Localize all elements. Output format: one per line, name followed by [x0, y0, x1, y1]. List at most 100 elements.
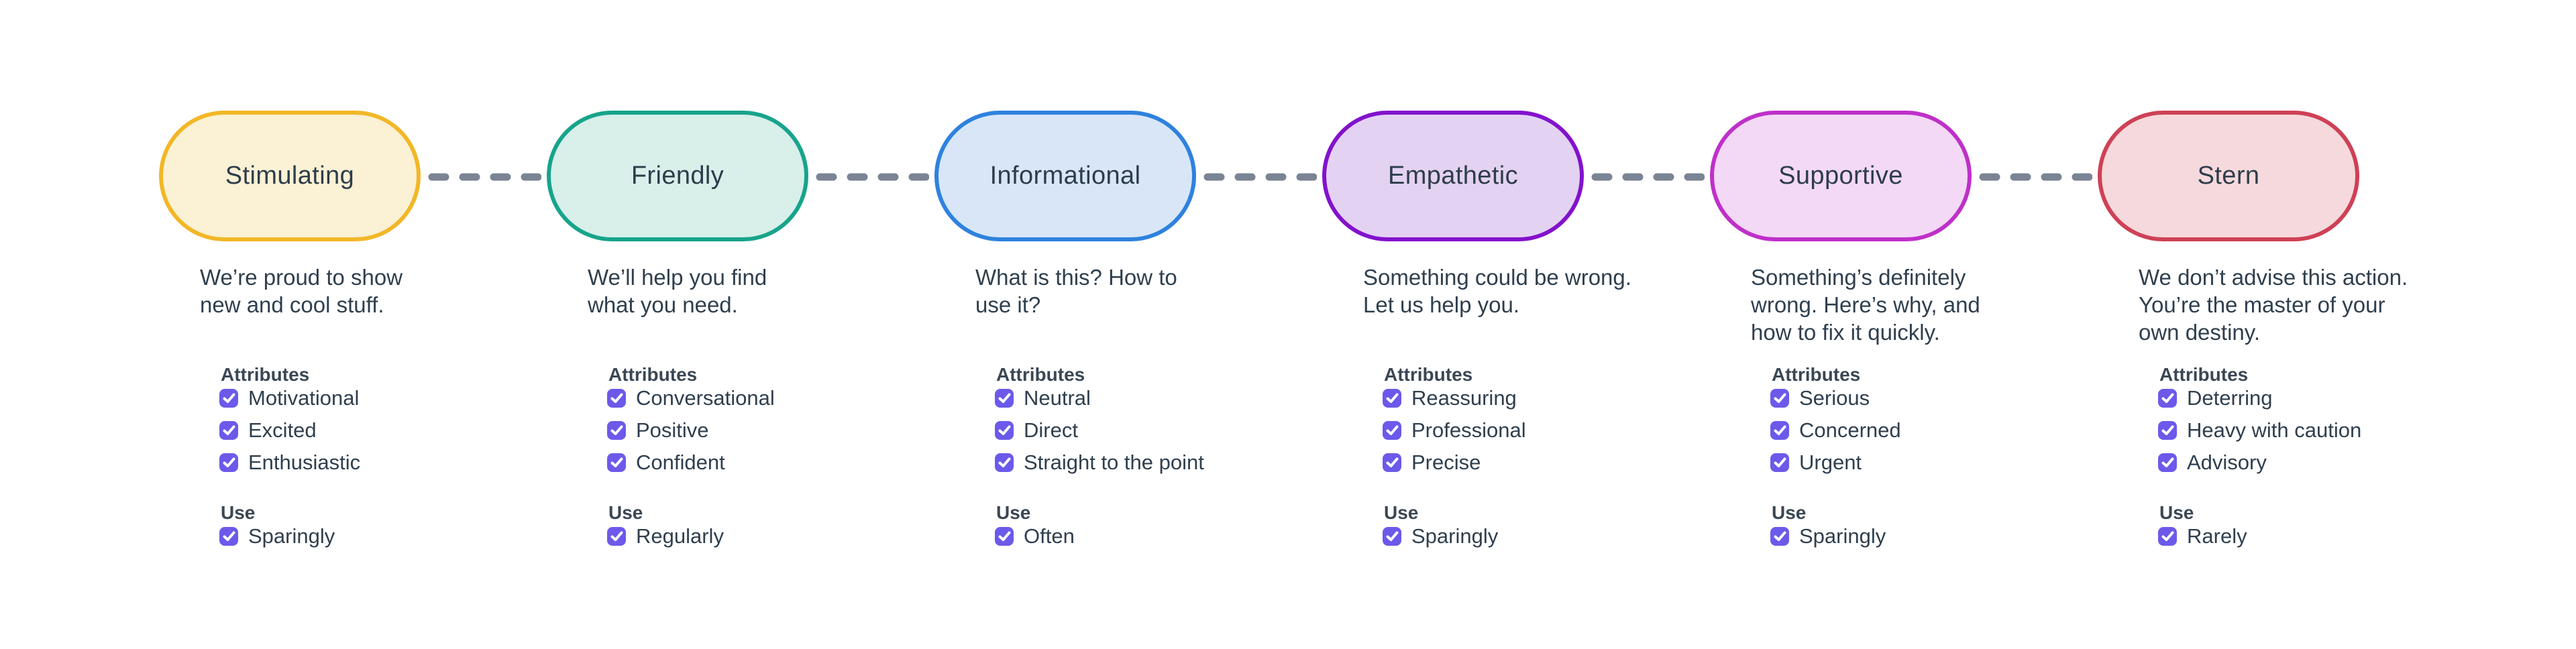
- checkbox[interactable]: [219, 389, 238, 408]
- checkbox[interactable]: [1770, 421, 1789, 440]
- dashed-connector: [1591, 172, 1705, 181]
- use-group: Use Sparingly: [219, 504, 335, 559]
- checkbox-row: Sparingly: [219, 524, 335, 548]
- checkmark-icon: [998, 425, 1010, 435]
- use-group: Use Rarely: [2158, 504, 2247, 559]
- checkbox[interactable]: [2158, 421, 2177, 440]
- checkbox[interactable]: [995, 421, 1014, 440]
- checkbox[interactable]: [995, 453, 1014, 472]
- checkbox[interactable]: [607, 389, 626, 408]
- checkbox-row: Precise: [1383, 451, 1526, 474]
- checkbox-row: Reassuring: [1383, 386, 1526, 410]
- checkmark-icon: [1774, 393, 1786, 403]
- checkbox[interactable]: [2158, 527, 2177, 546]
- checkmark-icon: [610, 531, 623, 541]
- checkbox[interactable]: [995, 389, 1014, 408]
- checkmark-icon: [1774, 425, 1786, 435]
- use-rows: Sparingly: [1383, 524, 1499, 548]
- use-heading: Use: [1772, 502, 1807, 523]
- checkbox-row: Sparingly: [1383, 524, 1499, 548]
- checkbox-row: Motivational: [219, 386, 360, 410]
- checkbox[interactable]: [995, 527, 1014, 546]
- use-rows: Rarely: [2158, 524, 2247, 548]
- checkbox[interactable]: [219, 453, 238, 472]
- attributes-heading: Attributes: [1384, 364, 1473, 385]
- checkbox[interactable]: [2158, 389, 2177, 408]
- checkbox[interactable]: [1383, 527, 1401, 546]
- use-group: Use Sparingly: [1770, 504, 1886, 559]
- attributes-rows: Neutral Direct Straight to the point: [995, 386, 1204, 474]
- checkbox-label: Urgent: [1799, 451, 1862, 474]
- checkmark-icon: [610, 457, 623, 467]
- checkbox-label: Precise: [1411, 451, 1481, 474]
- tone-pill: Stimulating: [159, 111, 421, 241]
- checkbox-row: Neutral: [995, 386, 1204, 410]
- checkbox[interactable]: [2158, 453, 2177, 472]
- checkbox[interactable]: [219, 421, 238, 440]
- checkbox-label: Heavy with caution: [2187, 418, 2362, 442]
- checkbox-label: Excited: [248, 418, 317, 442]
- checkbox[interactable]: [1383, 389, 1401, 408]
- checkbox-label: Serious: [1799, 386, 1870, 410]
- use-group: Use Sparingly: [1383, 504, 1498, 559]
- checkmark-icon: [2161, 393, 2174, 403]
- attributes-group: Attributes Deterring Heavy with caution …: [2158, 365, 2361, 485]
- tone-pill-label: Friendly: [631, 162, 724, 190]
- checkmark-icon: [1386, 531, 1398, 541]
- use-heading: Use: [221, 502, 256, 523]
- checkbox[interactable]: [1770, 527, 1789, 546]
- attributes-rows: Conversational Positive Confident: [607, 386, 775, 474]
- dashed-connector: [1978, 172, 2093, 181]
- checkmark-icon: [1386, 457, 1398, 467]
- checkmark-icon: [2161, 531, 2174, 541]
- checkmark-icon: [223, 531, 235, 541]
- attributes-group: Attributes Neutral Direct Straight to th…: [995, 365, 1204, 485]
- checkbox-label: Confident: [636, 451, 725, 474]
- checkbox-label: Straight to the point: [1024, 451, 1204, 474]
- checkbox[interactable]: [219, 527, 238, 546]
- checkmark-icon: [998, 393, 1010, 403]
- tone-description: Something’s definitely wrong. Here’s why…: [1751, 265, 1980, 345]
- checkbox[interactable]: [607, 421, 626, 440]
- tone-pill-label: Informational: [989, 162, 1141, 190]
- checkbox-row: Concerned: [1770, 418, 1901, 442]
- use-heading: Use: [996, 502, 1031, 523]
- checkbox-label: Positive: [636, 418, 709, 442]
- use-rows: Often: [995, 524, 1075, 548]
- checkbox-row: Rarely: [2158, 524, 2247, 548]
- tone-description: What is this? How to use it?: [975, 265, 1177, 317]
- use-rows: Sparingly: [219, 524, 335, 548]
- checkbox[interactable]: [607, 527, 626, 546]
- checkbox-label: Professional: [1411, 418, 1526, 442]
- checkbox[interactable]: [1770, 453, 1789, 472]
- checkbox[interactable]: [607, 453, 626, 472]
- checkbox-label: Sparingly: [248, 524, 335, 548]
- checkbox[interactable]: [1383, 453, 1401, 472]
- use-heading: Use: [1384, 502, 1419, 523]
- use-group: Use Often: [995, 504, 1075, 559]
- checkbox[interactable]: [1770, 389, 1789, 408]
- checkbox-label: Concerned: [1799, 418, 1901, 442]
- checkbox-row: Serious: [1770, 386, 1901, 410]
- use-group: Use Regularly: [607, 504, 724, 559]
- attributes-group: Attributes Reassuring Professional Preci…: [1383, 365, 1526, 485]
- checkbox-label: Sparingly: [1411, 524, 1499, 548]
- tone-pill: Informational: [934, 111, 1196, 241]
- checkbox-row: Advisory: [2158, 451, 2361, 474]
- attributes-heading: Attributes: [1772, 364, 1861, 385]
- checkbox-row: Positive: [607, 418, 775, 442]
- checkbox-label: Advisory: [2187, 451, 2267, 474]
- attributes-rows: Serious Concerned Urgent: [1770, 386, 1901, 474]
- tone-column: Friendly We’ll help you find what you ne…: [547, 111, 929, 580]
- checkbox[interactable]: [1383, 421, 1401, 440]
- use-heading: Use: [608, 502, 643, 523]
- checkbox-label: Reassuring: [1411, 386, 1517, 410]
- checkbox-row: Excited: [219, 418, 360, 442]
- checkbox-label: Often: [1024, 524, 1075, 548]
- tone-pill: Stern: [2098, 111, 2359, 241]
- checkbox-row: Professional: [1383, 418, 1526, 442]
- attributes-heading: Attributes: [221, 364, 310, 385]
- tone-column: Stern We don’t advise this action. You’r…: [2098, 111, 2480, 580]
- tone-pill-label: Empathetic: [1387, 162, 1519, 190]
